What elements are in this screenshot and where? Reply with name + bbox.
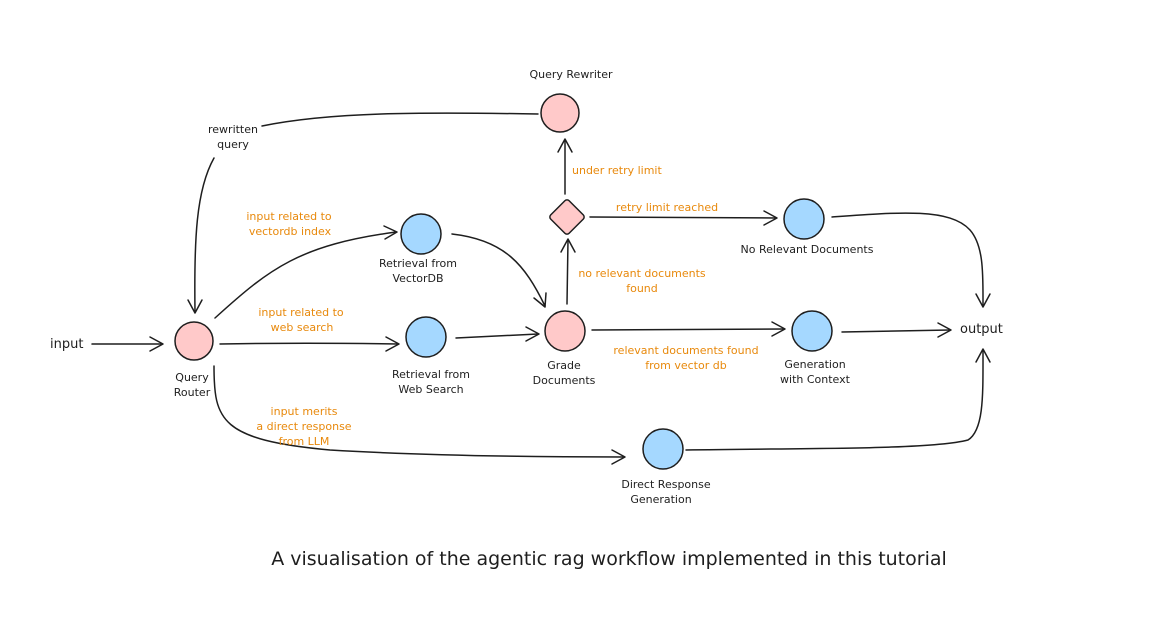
edge-rewriter-to-router-lower xyxy=(194,157,215,313)
edge-direct-to-output xyxy=(685,349,984,451)
input-label: input xyxy=(50,337,83,352)
arrowhead xyxy=(385,336,400,352)
arrowhead xyxy=(975,348,991,363)
generation-with-context-label-1: Generation xyxy=(784,358,845,371)
retry-decision-node xyxy=(549,199,585,235)
query-router-label-1: Query xyxy=(175,371,209,384)
edge-router-to-direct xyxy=(213,365,625,458)
edge-label-rewritten-query-1: rewritten xyxy=(208,123,258,136)
edge-decision-to-no-relevant xyxy=(589,216,777,219)
edge-label-under-retry-limit: under retry limit xyxy=(572,164,662,177)
arrowhead xyxy=(937,322,952,338)
edge-label-no-relevant-found-1: no relevant documents xyxy=(578,267,706,280)
generation-with-context-label-2: with Context xyxy=(780,373,851,386)
arrowhead xyxy=(149,336,164,352)
edge-grade-to-decision xyxy=(566,239,569,305)
direct-response-label-2: Generation xyxy=(630,493,691,506)
edge-label-input-web-1: input related to xyxy=(258,306,344,319)
arrowhead xyxy=(771,321,786,337)
direct-response-label-1: Direct Response xyxy=(621,478,710,491)
grade-documents-label-2: Documents xyxy=(533,374,596,387)
query-rewriter-label: Query Rewriter xyxy=(529,68,612,81)
arrowhead xyxy=(560,238,576,253)
edge-label-relevant-found-1: relevant documents found xyxy=(613,344,758,357)
diagram-caption: A visualisation of the agentic rag workf… xyxy=(271,548,947,570)
edge-vectordb-to-grade xyxy=(451,233,546,307)
retrieval-web-label-1: Retrieval from xyxy=(392,368,470,381)
edge-grade-to-generation xyxy=(591,328,785,331)
edge-label-relevant-found-2: from vector db xyxy=(645,359,726,372)
arrowhead xyxy=(557,138,573,153)
edge-label-input-direct-1: input merits xyxy=(271,405,338,418)
arrowhead xyxy=(763,210,778,226)
arrowhead xyxy=(975,293,991,308)
edge-no-relevant-to-output xyxy=(831,212,984,307)
edge-router-to-web xyxy=(219,342,399,345)
edge-generation-to-output xyxy=(841,329,951,333)
edge-label-no-relevant-found-2: found xyxy=(626,282,658,295)
arrowhead xyxy=(187,299,203,314)
query-rewriter-node xyxy=(540,93,580,133)
edge-label-input-vectordb-2: vectordb index xyxy=(249,225,332,238)
arrowhead xyxy=(383,225,398,240)
grade-documents-label-1: Grade xyxy=(547,359,581,372)
edge-label-rewritten-query-2: query xyxy=(217,138,249,151)
grade-documents-node xyxy=(544,310,586,352)
edge-label-input-direct-3: from LLM xyxy=(279,435,330,448)
query-router-label-2: Router xyxy=(174,386,211,399)
generation-with-context-node xyxy=(791,310,833,352)
retrieval-vectordb-label-2: VectorDB xyxy=(392,272,443,285)
query-router-node xyxy=(174,321,214,361)
direct-response-node xyxy=(642,428,684,470)
edge-rewriter-to-router xyxy=(261,112,539,127)
edge-label-input-web-2: web search xyxy=(271,321,334,334)
retrieval-vectordb-node xyxy=(400,213,442,255)
edge-label-input-vectordb-1: input related to xyxy=(246,210,332,223)
arrowhead xyxy=(611,449,626,465)
no-relevant-documents-node xyxy=(783,198,825,240)
no-relevant-documents-label: No Relevant Documents xyxy=(741,243,874,256)
retrieval-web-node xyxy=(405,316,447,358)
arrowhead xyxy=(533,292,547,308)
edge-label-retry-limit-reached: retry limit reached xyxy=(616,201,718,214)
edge-router-to-vectordb xyxy=(214,231,397,319)
arrowhead xyxy=(525,326,540,342)
retrieval-vectordb-label-1: Retrieval from xyxy=(379,257,457,270)
edge-label-input-direct-2: a direct response xyxy=(256,420,351,433)
edge-web-to-grade xyxy=(455,333,539,339)
output-label: output xyxy=(960,322,1003,337)
retrieval-web-label-2: Web Search xyxy=(398,383,463,396)
